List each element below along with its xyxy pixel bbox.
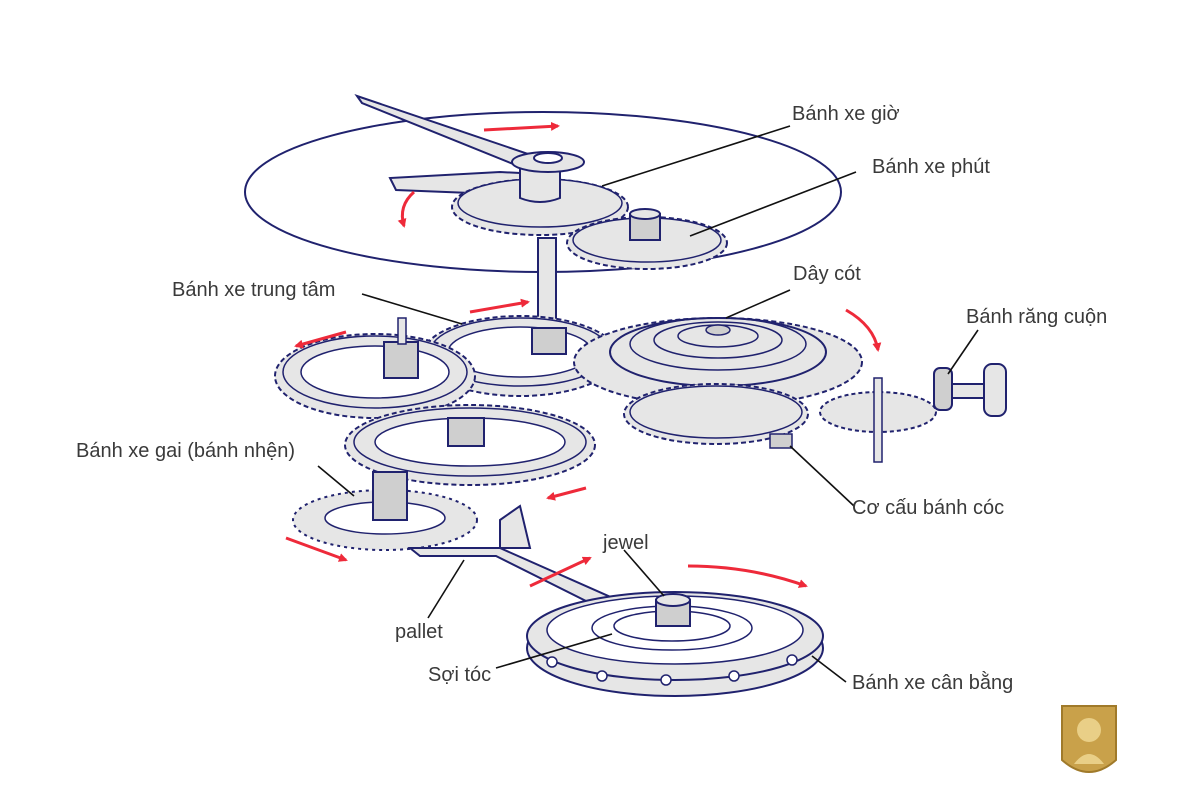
- leader-mainspring: [725, 289, 791, 319]
- leader-ratchet: [789, 445, 855, 507]
- label-ratchet: Cơ cấu bánh cóc: [852, 497, 1005, 519]
- arrow-balance: [687, 564, 808, 588]
- leader-center-wheel: [361, 293, 463, 325]
- leader-jewel: [623, 549, 665, 597]
- minute-wheel-gear: [566, 208, 728, 270]
- winding-small-wheel: [819, 377, 937, 463]
- motion-arrows: [285, 121, 882, 588]
- leader-pallet: [427, 559, 465, 619]
- label-hour-wheel: Bánh xe giờ: [792, 103, 900, 125]
- third-wheel-gear: [274, 317, 476, 419]
- arrow-escape-wheel: [285, 536, 348, 562]
- hour-wheel-gear: [451, 151, 629, 236]
- ratchet-wheel: [623, 383, 809, 449]
- arrow-third-wheel: [294, 330, 347, 349]
- leader-hairspring: [495, 633, 613, 669]
- leader-balance: [811, 655, 847, 683]
- label-escape-wheel: Bánh xe gai (bánh nhện): [76, 440, 296, 462]
- arrow-dial-top: [483, 121, 560, 132]
- label-balance-wheel: Bánh xe cân bằng: [852, 672, 1014, 694]
- balance-wheel: [526, 591, 824, 697]
- leader-lines: [317, 125, 979, 683]
- label-mainspring: Dây cót: [793, 263, 861, 285]
- label-pallet: pallet: [395, 621, 443, 643]
- label-jewel: jewel: [603, 532, 649, 554]
- arrow-fourth-wheel: [546, 486, 587, 501]
- leader-minute-wheel: [689, 171, 857, 237]
- label-center-wheel: Bánh xe trung tâm: [172, 279, 336, 301]
- arrow-pallet: [529, 556, 592, 588]
- arrow-center-wheel: [469, 298, 530, 314]
- fourth-wheel-gear: [344, 404, 596, 486]
- arrow-barrel: [845, 308, 882, 352]
- arrow-dial-left: [397, 190, 416, 228]
- golden-head-logo: [1061, 705, 1117, 773]
- label-winding-gear: Bánh răng cuộn: [966, 306, 1108, 328]
- escape-wheel-gear: [292, 471, 478, 551]
- label-hairspring: Sợi tóc: [428, 664, 492, 686]
- winding-crown: [933, 363, 1007, 417]
- mainspring-barrel: [573, 317, 863, 407]
- leader-hour-wheel: [601, 125, 791, 187]
- leader-winding-gear: [947, 329, 979, 375]
- leader-escape-wheel: [317, 465, 355, 497]
- label-minute-wheel: Bánh xe phút: [872, 156, 990, 178]
